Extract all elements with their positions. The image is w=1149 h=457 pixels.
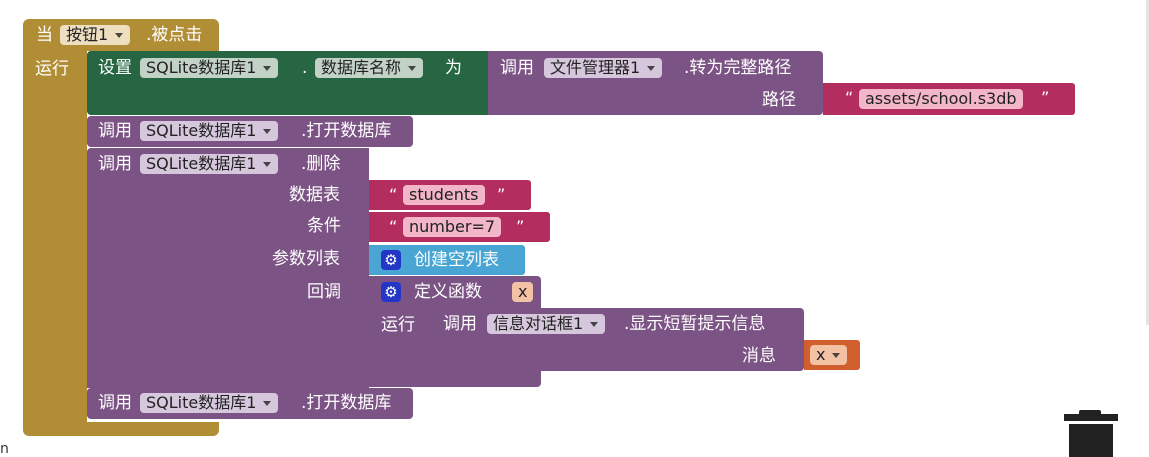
lambda-param-field[interactable]: x <box>512 282 534 302</box>
notifier-message-param-label: 消息 <box>742 346 776 366</box>
open-database-call-block-2[interactable]: 调用 SQLite数据库1 .打开数据库 <box>87 388 413 419</box>
workspace-scrollbar-edge[interactable] <box>1146 0 1149 325</box>
file-path-param-label: 路径 <box>762 90 796 110</box>
file-call-label: 调用 <box>500 58 534 78</box>
open2-component-dropdown[interactable]: SQLite数据库1 <box>140 393 279 413</box>
delete-call-block[interactable]: 调用 SQLite数据库1 .删除 数据表 条件 参数列表 回调 <box>87 148 369 388</box>
lambda-define-label: 定义函数 <box>414 282 482 302</box>
delete-params-param-label: 参数列表 <box>272 249 340 269</box>
file-fullpath-call-block[interactable]: 调用 文件管理器1 .转为完整路径 路径 <box>488 51 823 115</box>
file-method-label: .转为完整路径 <box>684 58 792 78</box>
notifier-component-dropdown[interactable]: 信息对话框1 <box>487 314 606 334</box>
set-property-dropdown[interactable]: 数据库名称 <box>315 58 424 78</box>
open1-call-label: 调用 <box>98 121 132 141</box>
notifier-method-label: .显示短暂提示信息 <box>624 314 766 334</box>
path-quote-open: “ <box>845 88 854 107</box>
table-text-block[interactable]: “ students ” <box>369 180 531 210</box>
event-name-label: .被点击 <box>146 25 203 45</box>
trash-can-icon[interactable] <box>1064 410 1118 457</box>
open1-method-label: .打开数据库 <box>301 121 392 141</box>
set-component-dropdown[interactable]: SQLite数据库1 <box>140 58 279 78</box>
condition-quote-close: ” <box>516 217 525 236</box>
path-quote-close: ” <box>1041 88 1050 107</box>
event-when-label: 当 <box>36 25 53 45</box>
delete-condition-param-label: 条件 <box>307 216 341 236</box>
table-quote-open: “ <box>389 185 398 204</box>
set-label: 设置 <box>98 58 132 78</box>
file-component-dropdown[interactable]: 文件管理器1 <box>544 58 663 78</box>
notifier-show-alert-block[interactable]: 调用 信息对话框1 .显示短暂提示信息 消息 <box>432 308 804 371</box>
path-text-block[interactable]: “ assets/school.s3db ” <box>823 83 1075 115</box>
delete-call-label: 调用 <box>98 154 132 174</box>
open1-component-dropdown[interactable]: SQLite数据库1 <box>140 121 279 141</box>
condition-text-field[interactable]: number=7 <box>403 217 502 237</box>
event-component-dropdown[interactable]: 按钮1 <box>60 25 131 45</box>
list-gear-icon[interactable]: ⚙ <box>381 250 401 270</box>
delete-callback-param-label: 回调 <box>307 282 341 302</box>
delete-method-label: .删除 <box>301 154 341 174</box>
corner-text: n <box>0 441 9 457</box>
lambda-gear-icon[interactable]: ⚙ <box>381 282 401 302</box>
lambda-do-label: 运行 <box>381 315 415 335</box>
delete-table-param-label: 数据表 <box>289 185 340 205</box>
get-variable-block[interactable]: x <box>804 340 860 370</box>
open-database-call-block-1[interactable]: 调用 SQLite数据库1 .打开数据库 <box>87 116 413 147</box>
notifier-call-label: 调用 <box>443 314 477 334</box>
open2-call-label: 调用 <box>98 393 132 413</box>
condition-quote-open: “ <box>389 217 398 236</box>
table-text-field[interactable]: students <box>403 185 485 205</box>
delete-block-bottom <box>87 370 369 388</box>
condition-text-block[interactable]: “ number=7 ” <box>369 212 550 242</box>
list-block-label: 创建空列表 <box>414 250 499 270</box>
path-text-field[interactable]: assets/school.s3db <box>859 89 1023 109</box>
table-quote-close: ” <box>497 185 506 204</box>
set-to-label: 为 <box>445 58 462 78</box>
set-property-block[interactable]: 设置 SQLite数据库1 . 数据库名称 为 <box>87 51 488 115</box>
event-do-label: 运行 <box>35 59 69 79</box>
get-variable-dropdown[interactable]: x <box>810 345 848 365</box>
set-dot-label: . <box>302 58 308 78</box>
open2-method-label: .打开数据库 <box>301 393 392 413</box>
delete-component-dropdown[interactable]: SQLite数据库1 <box>140 154 279 174</box>
create-empty-list-block[interactable]: ⚙ 创建空列表 <box>369 245 525 275</box>
